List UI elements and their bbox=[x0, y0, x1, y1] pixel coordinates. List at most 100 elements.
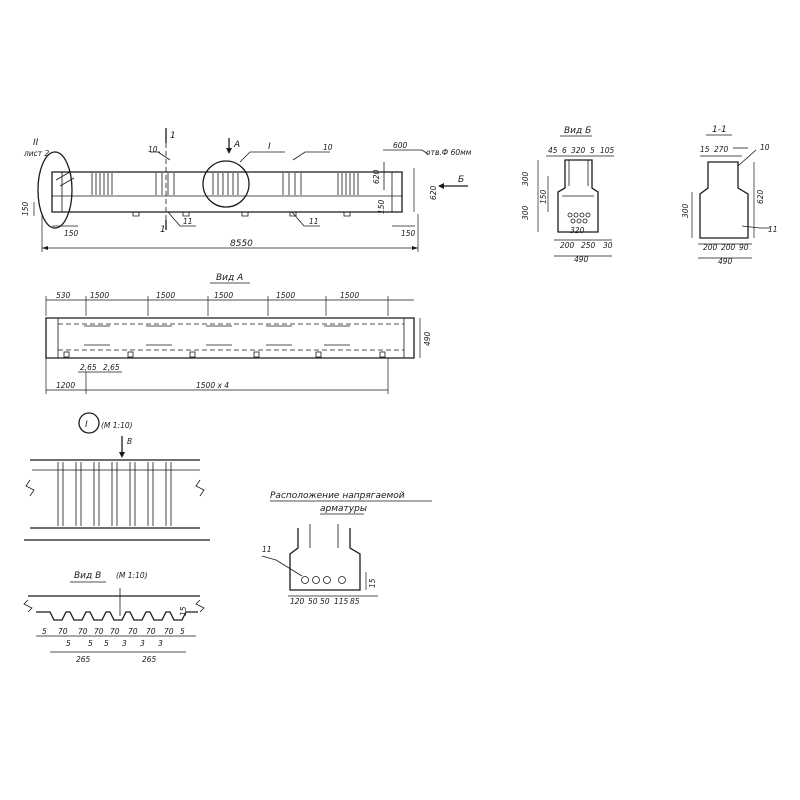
node-i-circle-marker bbox=[78, 412, 100, 434]
section-dim-300: 300 bbox=[681, 203, 690, 218]
view-b-title: Вид Б bbox=[564, 126, 591, 136]
node-i-marker: I bbox=[268, 142, 271, 152]
view-v-dim-top-8: 5 bbox=[180, 627, 185, 636]
callout-10-right: 10 bbox=[323, 143, 333, 152]
section-callout-11: 11 bbox=[768, 225, 778, 234]
node-i-detail: I (М 1:10) В bbox=[24, 412, 210, 541]
view-b-dim-left-1: 300 bbox=[521, 205, 530, 220]
section-dim-620: 620 bbox=[756, 189, 765, 204]
view-v-scale: (М 1:10) bbox=[116, 571, 148, 580]
view-a-dim-top-5: 1500 bbox=[340, 291, 359, 300]
view-v-dim-top-4: 70 bbox=[110, 627, 120, 636]
view-a-marker: А bbox=[233, 140, 240, 150]
callout-11-left: 11 bbox=[183, 217, 193, 226]
view-a-title: Вид А bbox=[216, 273, 243, 283]
node-ii-oval bbox=[37, 151, 73, 229]
view-b-dim-top-4: 105 bbox=[600, 146, 615, 155]
view-a-dim-top-4: 1500 bbox=[276, 291, 295, 300]
view-b-dim-left-2: 150 bbox=[539, 189, 548, 204]
rebar-dim-bottom-1: 50 bbox=[308, 597, 318, 606]
view-a-dim-top-3: 1500 bbox=[214, 291, 233, 300]
view-b-dim-bottom-0: 200 bbox=[560, 241, 575, 250]
beam-elevation: II лист 2 1 1 А I 10 10 11 11 600 отв.Ф … bbox=[21, 128, 472, 252]
section-1-1: 1-1 15 270 10 11 620 300 200 200 90 490 bbox=[681, 125, 778, 266]
view-a-dim-265a: 2,65 bbox=[80, 363, 97, 372]
section-dim-top-1: 270 bbox=[714, 145, 729, 154]
view-v-dim-top-3: 70 bbox=[94, 627, 104, 636]
rebar-dim-bottom-3: 115 bbox=[334, 597, 349, 606]
rebar-layout: Расположение напрягаемой арматуры 11 15 … bbox=[261, 491, 432, 606]
view-v-dim-top-5: 70 bbox=[128, 627, 138, 636]
view-b-dim-490: 490 bbox=[574, 255, 589, 264]
view-a-dim-490: 490 bbox=[423, 331, 432, 346]
section-dim-bottom-1: 200 bbox=[721, 243, 736, 252]
dim-150-left-v: 150 bbox=[21, 201, 30, 216]
view-b: Вид Б 45 6 320 5 105 300 300 150 320 200… bbox=[521, 126, 615, 264]
view-b-dim-left-0: 300 bbox=[521, 171, 530, 186]
view-v-dim-sub-4: 3 bbox=[140, 639, 145, 648]
callout-10-left: 10 bbox=[148, 145, 158, 154]
section-mark-bottom: 1 bbox=[160, 225, 166, 235]
section-dim-490: 490 bbox=[718, 257, 733, 266]
view-a-dim-top-2: 1500 bbox=[156, 291, 175, 300]
view-b-dim-top-2: 320 bbox=[571, 146, 586, 155]
view-b-dim-top-1: 6 bbox=[562, 146, 567, 155]
view-v-dim-top-0: 5 bbox=[42, 627, 47, 636]
dim-150-right: 150 bbox=[401, 229, 416, 238]
rebar-dim-15: 15 bbox=[368, 578, 377, 588]
view-v-dim-top-1: 70 bbox=[58, 627, 68, 636]
view-a-dim-top-1: 1500 bbox=[90, 291, 109, 300]
view-v-dim-265-left: 265 bbox=[76, 655, 91, 664]
dim-620-right: 620 bbox=[429, 185, 438, 200]
view-v-dim-top-2: 70 bbox=[78, 627, 88, 636]
dim-620-height: 620 bbox=[372, 169, 381, 184]
section-dim-top-0: 15 bbox=[700, 145, 710, 154]
rebar-dim-bottom-0: 120 bbox=[290, 597, 305, 606]
view-v-dim-sub-1: 5 bbox=[88, 639, 93, 648]
view-v-dim-top-6: 70 bbox=[146, 627, 156, 636]
dim-600-top: 600 bbox=[393, 141, 408, 150]
view-v: Вид В (М 1:10) 15 5 70 70 70 70 70 70 70… bbox=[23, 571, 205, 664]
rebar-dim-bottom-4: 85 bbox=[350, 597, 360, 606]
section-callout-10: 10 bbox=[760, 143, 770, 152]
view-v-marker: В bbox=[127, 437, 132, 446]
view-a-dim-265b: 2,65 bbox=[103, 363, 120, 372]
rebar-dim-bottom-2: 50 bbox=[320, 597, 330, 606]
section-mark-top: 1 bbox=[170, 131, 176, 141]
section-dim-bottom-0: 200 bbox=[703, 243, 718, 252]
view-v-dim-top-7: 70 bbox=[164, 627, 174, 636]
rebar-title-line1: Расположение напрягаемой bbox=[270, 491, 405, 501]
section-dim-bottom-2: 90 bbox=[739, 243, 749, 252]
view-b-dim-top-0: 45 bbox=[548, 146, 558, 155]
dim-total-length: 8550 bbox=[230, 239, 253, 249]
view-v-dim-sub-2: 5 bbox=[104, 639, 109, 648]
view-a-dim-top-0: 530 bbox=[56, 291, 71, 300]
node-i-scale: (М 1:10) bbox=[101, 421, 133, 430]
view-v-dim-sub-5: 3 bbox=[158, 639, 163, 648]
view-b-dim-bottom-1: 250 bbox=[581, 241, 596, 250]
view-a-dim-1200: 1200 bbox=[56, 381, 75, 390]
rebar-callout-11: 11 bbox=[262, 545, 272, 554]
node-i-detail-marker: I bbox=[85, 420, 88, 430]
view-v-title: Вид В bbox=[74, 571, 101, 581]
section-1-1-title: 1-1 bbox=[712, 125, 727, 135]
view-v-dim-265-right: 265 bbox=[142, 655, 157, 664]
view-b-marker: Б bbox=[458, 175, 464, 185]
view-b-dim-bottom-2: 30 bbox=[603, 241, 613, 250]
rebar-title-line2: арматуры bbox=[320, 504, 367, 514]
view-v-dim-sub-0: 5 bbox=[66, 639, 71, 648]
dim-150-left: 150 bbox=[64, 229, 79, 238]
node-ii-marker: II bbox=[33, 138, 39, 148]
view-v-dim-15: 15 bbox=[179, 606, 188, 616]
node-ii-sheet: лист 2 bbox=[23, 149, 50, 158]
dim-150-right-v: 150 bbox=[377, 199, 386, 214]
view-b-dim-320: 320 bbox=[570, 226, 585, 235]
callout-11-right: 11 bbox=[309, 217, 319, 226]
node-i-circle bbox=[202, 160, 250, 208]
view-a-dim-1500x4: 1500 х 4 bbox=[196, 381, 229, 390]
view-a: Вид А 530 1500 1500 1500 1500 1500 bbox=[45, 273, 432, 394]
embed-note: отв.Ф 60мм bbox=[426, 148, 472, 157]
view-v-dim-sub-3: 3 bbox=[122, 639, 127, 648]
view-b-dim-top-3: 5 bbox=[590, 146, 595, 155]
